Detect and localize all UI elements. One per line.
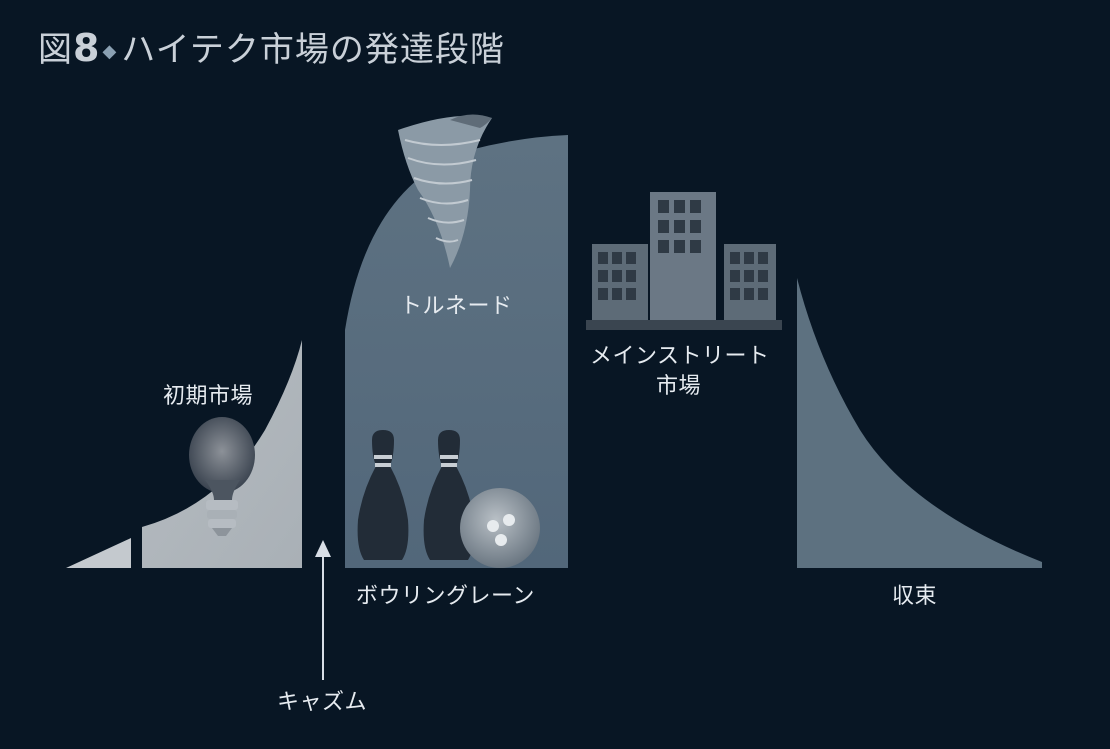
mainstream-label-line2: 市場 [656,374,702,399]
up-arrow-icon [315,540,331,680]
bowling-pin-icon [357,430,409,560]
early-market-shape [142,340,302,568]
tornado-label: トルネード [400,294,513,319]
title-prefix: 図 [38,30,73,70]
title-number: 8 [73,26,101,70]
buildings-icon [586,192,782,330]
bowling-ball-icon [460,488,540,568]
light-bulb-icon [189,417,255,536]
bowling-alley-label: ボウリングレーン [356,584,535,609]
convergence-label: 収束 [892,584,938,609]
title-text: ハイテク市場の発達段階 [121,30,505,70]
pre-market-wedge [66,538,131,568]
tornado-icon [398,114,492,268]
early-market-label: 初期市場 [163,384,254,409]
main-market-curve [345,135,568,568]
diamond-icon: ◆ [102,41,118,62]
figure-title: 図8◆ハイテク市場の発達段階 [38,22,505,71]
mainstream-label-line1: メインストリート [590,344,770,369]
convergence-shape [797,278,1042,568]
chasm-label: キャズム [277,690,368,715]
